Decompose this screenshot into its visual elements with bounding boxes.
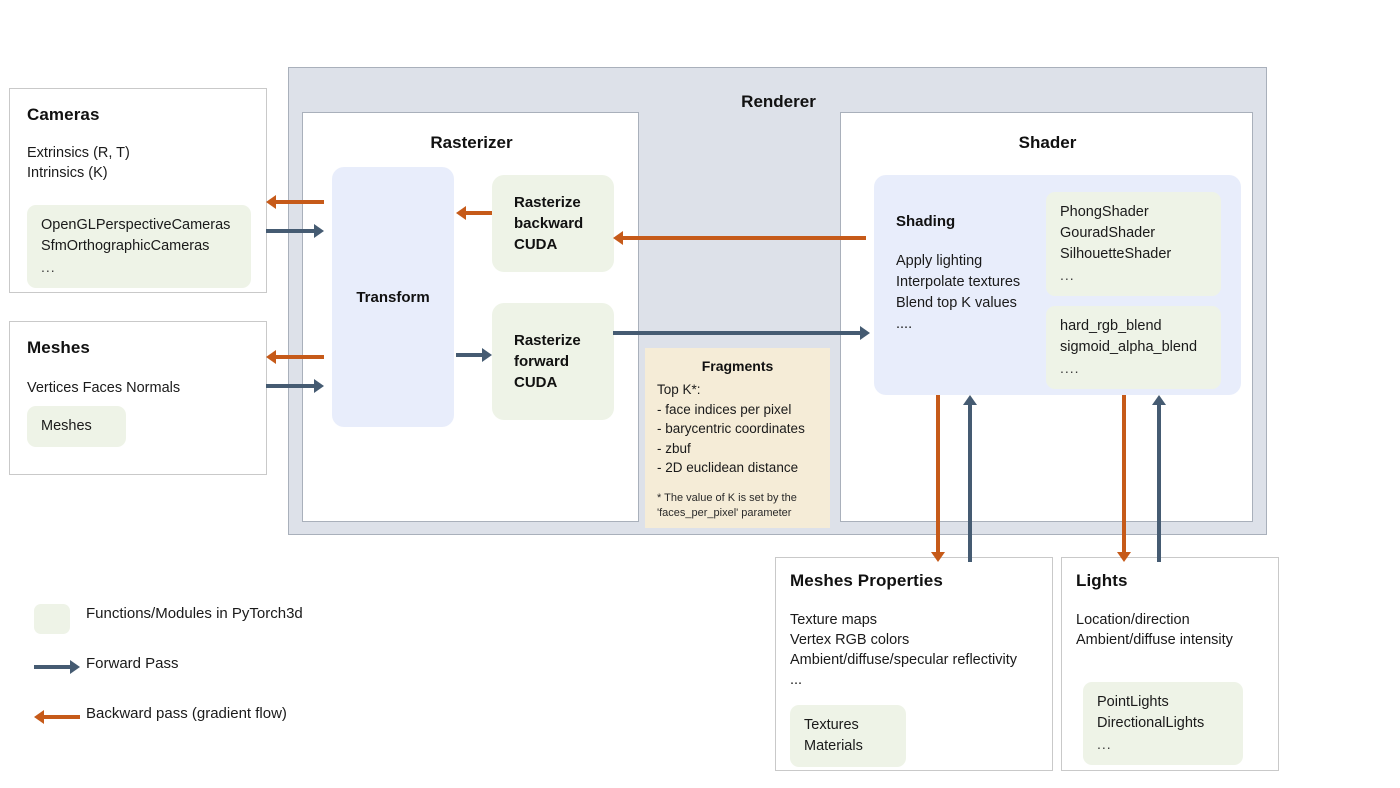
text-line: Apply lighting (896, 253, 983, 269)
shader-modules-chip: PhongShader GouradShader SilhouetteShade… (1046, 192, 1221, 296)
shading-lines: Apply lighting Interpolate textures Blen… (896, 251, 1020, 335)
arrow-backward-meshes (266, 350, 324, 364)
arrow-backward-shader-to-lights (1117, 395, 1131, 562)
text-line: - face indices per pixel (657, 401, 792, 417)
transform-label: Transform (356, 288, 430, 306)
cameras-modules-chip: OpenGLPerspectiveCameras SfmOrthographic… (27, 205, 251, 288)
text-line: Texture maps (790, 612, 878, 628)
text-line: sigmoid_alpha_blend (1060, 339, 1198, 355)
text-line: PhongShader (1060, 204, 1149, 220)
text-line: Extrinsics (R, T) (27, 145, 130, 161)
shader-title: Shader (1018, 133, 1077, 152)
arrow-forward-cameras (266, 224, 324, 238)
text-line: ... (1097, 736, 1112, 752)
text-line: CUDA (514, 236, 558, 253)
text-line: .... (896, 316, 913, 332)
legend: Functions/Modules in PyTorch3d Forward P… (34, 600, 454, 750)
text-line: ... (41, 259, 56, 275)
arrow-backward-rasterize-to-transform (456, 206, 492, 220)
shading-title: Shading (896, 213, 956, 230)
renderer-title: Renderer (741, 92, 816, 111)
text-line: Vertices Faces Normals (27, 380, 181, 396)
text-line: forward (514, 353, 570, 370)
text-line: Vertex RGB colors (790, 632, 910, 648)
legend-label: Forward Pass (86, 655, 179, 672)
legend-row-backward: Backward pass (gradient flow) (34, 700, 454, 750)
cameras-lines: Extrinsics (R, T) Intrinsics (K) (27, 143, 130, 183)
rasterize-backward-block: Rasterize backward CUDA (492, 175, 614, 272)
text-line: ... (790, 672, 803, 688)
meshes-card: Meshes Vertices Faces Normals Meshes (9, 321, 267, 475)
text-line: Textures (804, 717, 859, 733)
transform-block: Transform (332, 167, 454, 427)
text-line: Interpolate textures (896, 274, 1021, 290)
text-line: backward (514, 215, 584, 232)
arrow-forward-rasterizer-to-shader (613, 326, 870, 340)
text-line: - barycentric coordinates (657, 421, 805, 436)
rasterize-forward-block: Rasterize forward CUDA (492, 303, 614, 420)
text-line: Ambient/diffuse/specular reflectivity (790, 652, 1018, 668)
rasterizer-title: Rasterizer (430, 133, 513, 152)
text-line: OpenGLPerspectiveCameras (41, 217, 231, 233)
meshes-properties-modules-chip: Textures Materials (790, 705, 906, 767)
rasterize-forward-label: Rasterize forward CUDA (492, 330, 581, 393)
blend-functions-chip: hard_rgb_blend sigmoid_alpha_blend .... (1046, 306, 1221, 389)
text-line: Location/direction (1076, 612, 1190, 628)
cameras-title: Cameras (27, 105, 100, 124)
arrow-backward-shader-to-meshes-properties (931, 395, 945, 562)
text-line: hard_rgb_blend (1060, 318, 1162, 334)
text-line: SilhouetteShader (1060, 246, 1172, 262)
meshes-properties-lines: Texture maps Vertex RGB colors Ambient/d… (790, 610, 1017, 690)
meshes-title: Meshes (27, 338, 90, 357)
text-line: - 2D euclidean distance (657, 460, 799, 475)
module-swatch-icon (34, 604, 70, 634)
lights-lines: Location/direction Ambient/diffuse inten… (1076, 610, 1233, 650)
text-line: 'faces_per_pixel' parameter (657, 507, 792, 519)
forward-arrow-icon (34, 660, 80, 674)
fragments-title: Fragments (701, 358, 774, 374)
text-line: DirectionalLights (1097, 715, 1205, 731)
lights-title: Lights (1076, 571, 1128, 590)
fragments-footnote: * The value of K is set by the 'faces_pe… (657, 491, 797, 521)
meshes-properties-title: Meshes Properties (790, 571, 943, 590)
legend-row-forward: Forward Pass (34, 650, 454, 700)
text-line: Intrinsics (K) (27, 165, 108, 181)
text-line: Rasterize (514, 194, 581, 211)
meshes-lines: Vertices Faces Normals (27, 378, 180, 398)
lights-card: Lights Location/direction Ambient/diffus… (1061, 557, 1279, 771)
arrow-backward-shader-to-rasterizer (613, 231, 866, 245)
arrow-forward-transform-to-rasterize (456, 348, 492, 362)
fragments-lines: Top K*: - face indices per pixel - baryc… (657, 380, 805, 478)
text-line: - zbuf (657, 440, 691, 456)
arrow-forward-meshes (266, 379, 324, 393)
text-line: PointLights (1097, 694, 1169, 710)
text-line: Blend top K values (896, 295, 1017, 311)
text-line: Meshes (41, 418, 92, 434)
text-line: Top K*: (657, 382, 701, 397)
rasterize-backward-label: Rasterize backward CUDA (492, 192, 583, 255)
meshes-modules-chip: Meshes (27, 406, 126, 447)
arrow-backward-cameras (266, 195, 324, 209)
text-line: SfmOrthographicCameras (41, 238, 210, 254)
text-line: * The value of K is set by the (657, 492, 797, 504)
cameras-card: Cameras Extrinsics (R, T) Intrinsics (K)… (9, 88, 267, 293)
text-line: Ambient/diffuse intensity (1076, 632, 1233, 648)
meshes-properties-card: Meshes Properties Texture maps Vertex RG… (775, 557, 1053, 771)
text-line: GouradShader (1060, 225, 1156, 241)
text-line: Materials (804, 738, 863, 754)
text-line: CUDA (514, 374, 558, 391)
legend-label: Functions/Modules in PyTorch3d (86, 605, 303, 622)
legend-row-modules: Functions/Modules in PyTorch3d (34, 600, 454, 650)
fragments-block: Fragments Top K*: - face indices per pix… (645, 348, 830, 528)
arrow-forward-meshes-properties-to-shader (963, 395, 977, 562)
lights-modules-chip: PointLights DirectionalLights ... (1083, 682, 1243, 765)
backward-arrow-icon (34, 710, 80, 724)
text-line: ... (1060, 267, 1075, 283)
legend-label: Backward pass (gradient flow) (86, 705, 287, 722)
text-line: .... (1060, 360, 1080, 376)
arrow-forward-lights-to-shader (1152, 395, 1166, 562)
text-line: Rasterize (514, 332, 581, 349)
